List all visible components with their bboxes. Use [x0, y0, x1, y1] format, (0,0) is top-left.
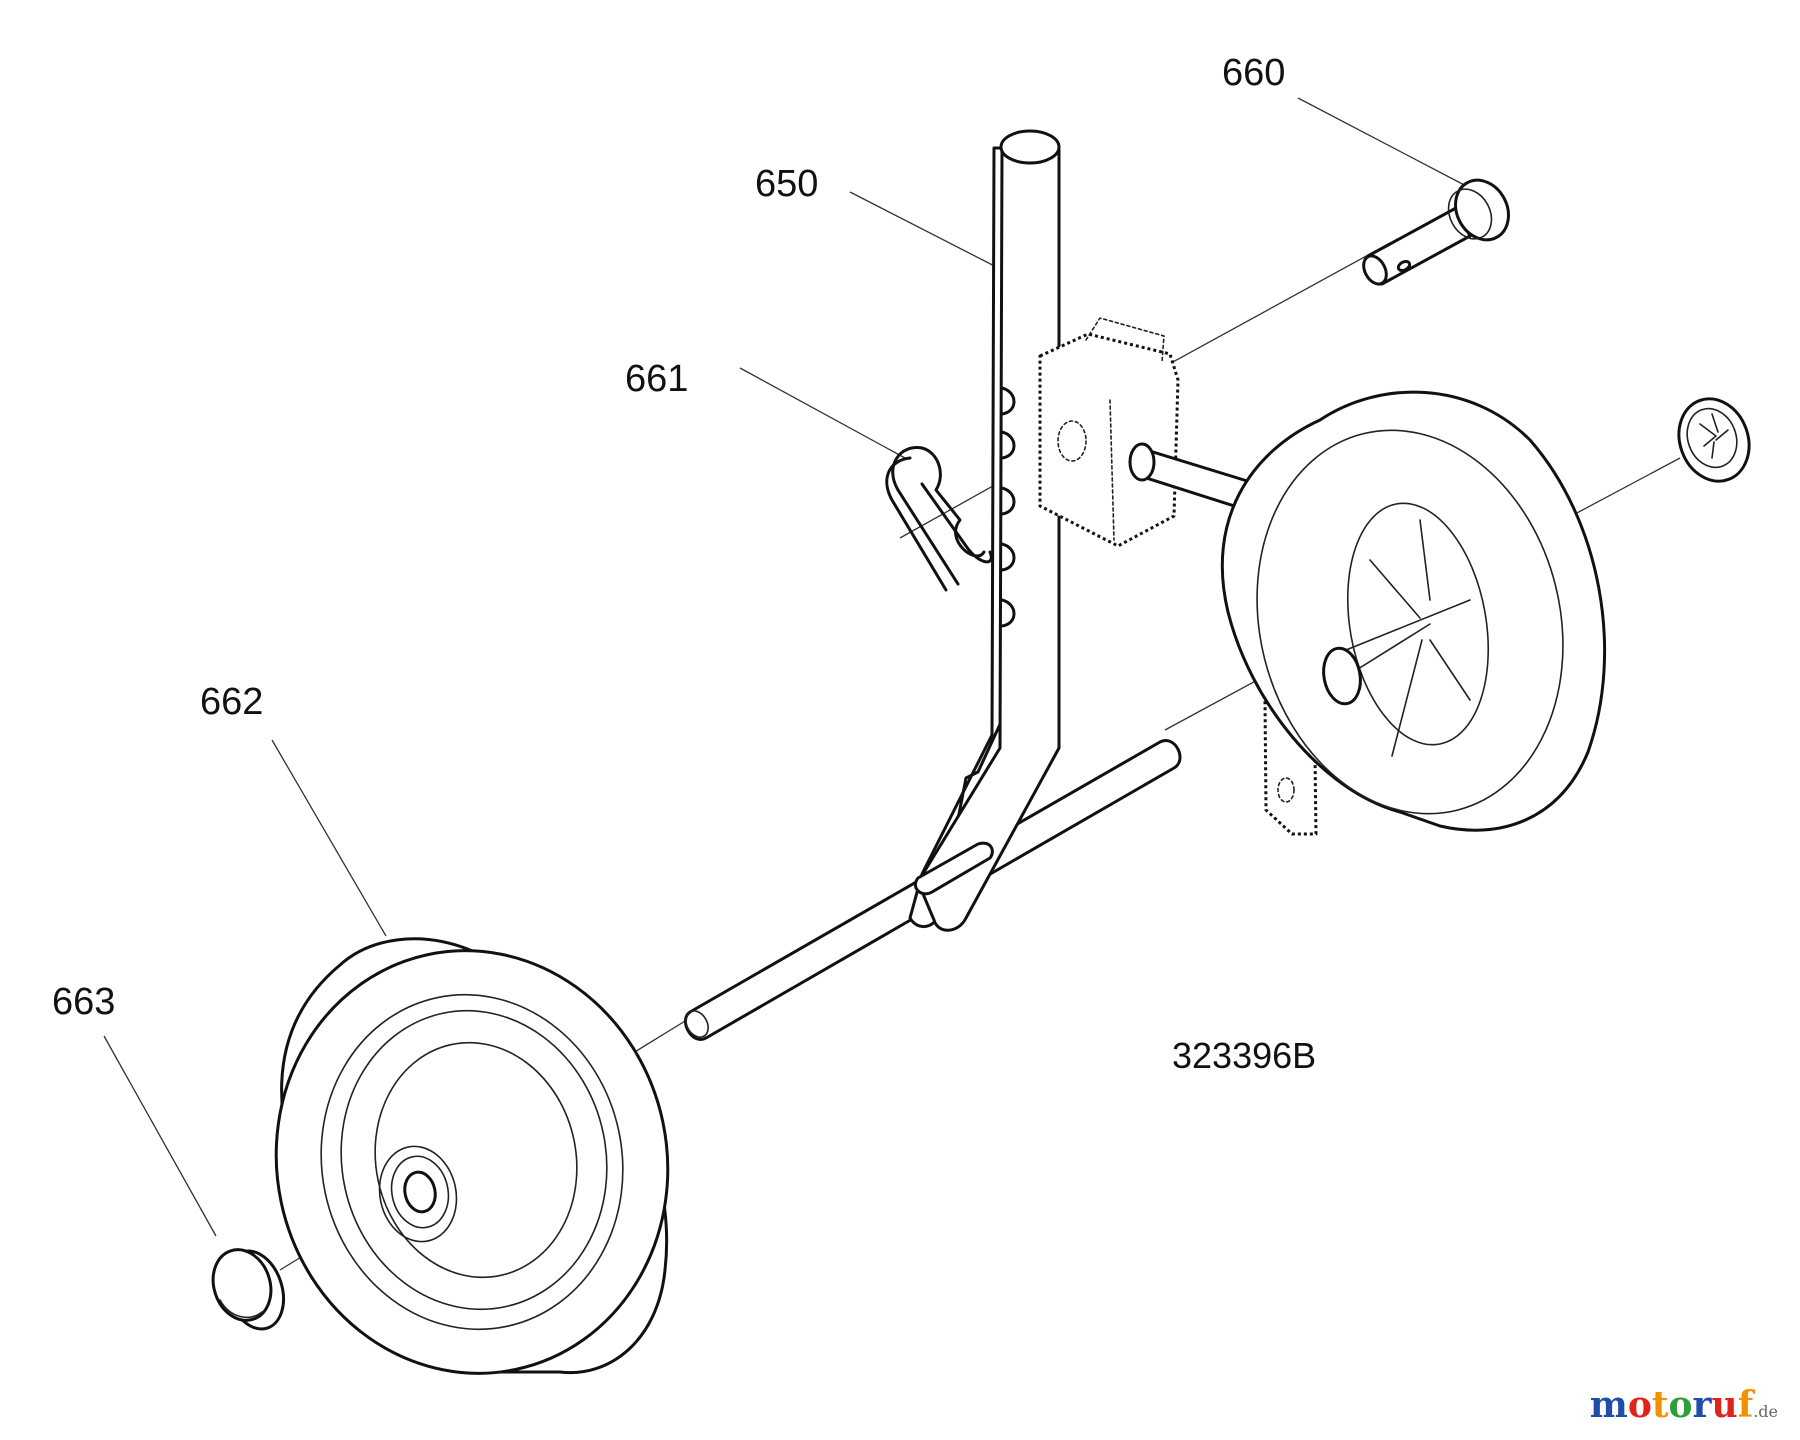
bracket-block — [1038, 332, 1180, 548]
leader-662 — [271, 739, 387, 937]
leader-663 — [103, 1035, 217, 1237]
wheel-left-rim-2 — [340, 1009, 608, 1311]
bracket-hole — [1057, 420, 1087, 462]
wheel-left-hub-mid — [390, 1155, 450, 1229]
bracket-stub-end — [1128, 442, 1156, 482]
watermark-logo: motoruf.de — [1590, 1384, 1778, 1426]
push-nut-teeth — [1699, 413, 1729, 459]
leader-661 — [739, 367, 906, 459]
pin-cross-hole — [1396, 259, 1412, 273]
handle-frame — [908, 129, 1061, 932]
label-650: 650 — [755, 163, 818, 205]
wheel-right-hub — [1322, 646, 1362, 706]
hairpin-clip-inner — [885, 456, 993, 592]
wheel-right-face — [1256, 429, 1564, 815]
leader-660 — [1297, 97, 1471, 189]
pin-centerline — [1139, 242, 1391, 381]
wheel-left — [274, 937, 670, 1375]
wheel-right-rim — [1346, 502, 1490, 746]
cap-left-dome — [211, 1248, 273, 1322]
pin-head-face — [1447, 188, 1493, 240]
bracket-top-slot — [1085, 317, 1165, 363]
leader-650 — [849, 191, 1013, 276]
wheel-left-rim-3 — [374, 1041, 578, 1279]
pin-head — [1454, 178, 1510, 242]
label-660: 660 — [1222, 52, 1285, 94]
pin-tip — [1362, 254, 1388, 286]
cap-left — [211, 1248, 285, 1331]
push-nut-inner — [1686, 407, 1738, 469]
label-663: 663 — [52, 981, 115, 1023]
cap-left-shade — [219, 1299, 263, 1319]
wheel-right — [1220, 390, 1607, 832]
clevis-pin — [1362, 178, 1510, 286]
part-labels: 650 660 661 662 663 323396B — [52, 52, 1316, 1076]
wheel-left-hub-bore — [403, 1170, 437, 1214]
handle-notches — [1000, 386, 1016, 628]
push-nut-body — [1677, 397, 1751, 483]
label-661: 661 — [625, 358, 688, 400]
bracket-edge — [1109, 399, 1115, 541]
hairpin-clip — [885, 446, 993, 592]
watermark-tld: .de — [1753, 1402, 1778, 1421]
wheel-right-spokes — [1345, 519, 1471, 757]
handle-tube-main — [916, 148, 1061, 932]
drawing-number: 323396B — [1172, 1035, 1316, 1076]
push-nut-right — [1677, 397, 1751, 483]
handle-collar — [913, 841, 994, 896]
watermark-text: motoruf — [1589, 1384, 1754, 1426]
wheel-left-rim-1 — [320, 993, 624, 1331]
axle-end-left — [685, 1010, 709, 1038]
wheel-left-hub-outer — [378, 1145, 458, 1243]
hairpin-clip-outer — [891, 446, 986, 586]
handle-tube-top — [999, 129, 1061, 165]
bracket-plate-hole-2 — [1277, 777, 1295, 803]
pushnut-centerline — [1559, 457, 1681, 523]
label-662: 662 — [200, 681, 263, 723]
